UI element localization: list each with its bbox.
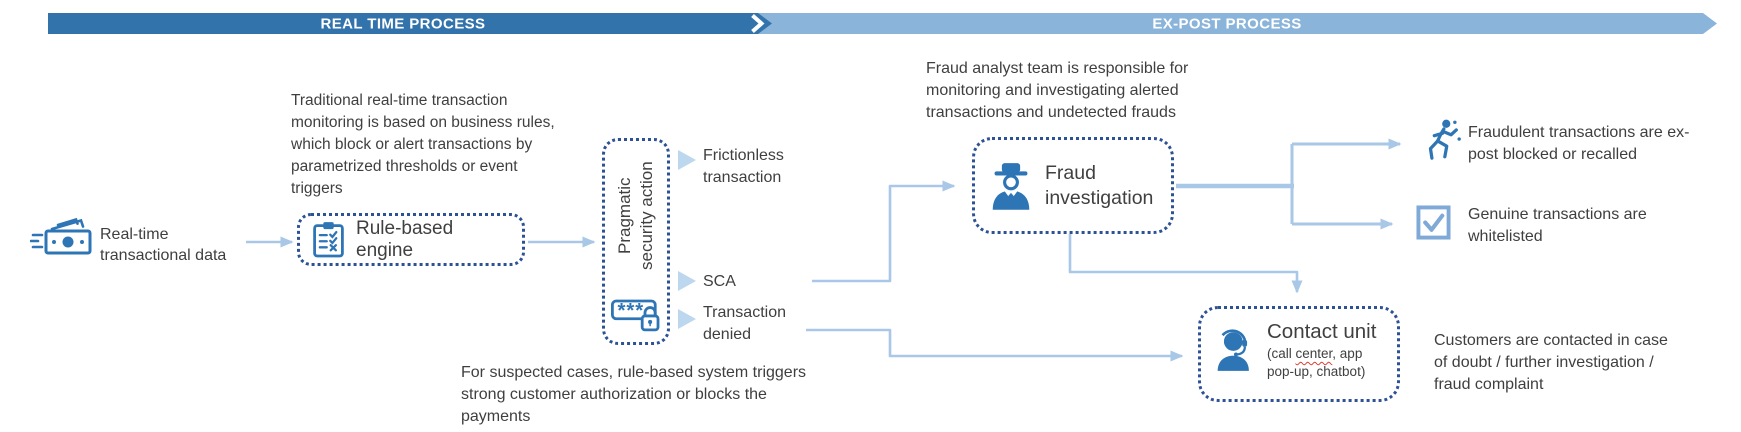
output-marker-denied xyxy=(678,309,696,329)
contact-unit-box: Contact unit (call center, app pop-up, c… xyxy=(1198,306,1400,402)
output-marker-sca xyxy=(678,271,696,291)
rule-engine-box: Rule-based engine xyxy=(297,213,525,266)
banner-real-time-label: REAL TIME PROCESS xyxy=(321,16,486,33)
rule-engine-label: Rule-based engine xyxy=(356,217,454,261)
detective-icon xyxy=(990,161,1032,211)
svg-text:***: *** xyxy=(618,299,645,322)
note-suspected-cases: For suspected cases, rule-based system t… xyxy=(461,364,807,425)
fraud-investigation-box: Fraud investigation xyxy=(972,137,1174,234)
checkbox-checked-icon xyxy=(1416,205,1451,240)
pragmatic-box: Pragmatic security action *** xyxy=(602,138,670,345)
output-marker-frictionless xyxy=(678,150,696,170)
banner-real-time-shape xyxy=(48,13,772,34)
outcome-frictionless-label: Frictionless transaction xyxy=(703,147,784,186)
connector-fraud-to-contact xyxy=(1068,234,1303,294)
running-fraudster-icon xyxy=(1419,117,1463,163)
contact-unit-subtitle: (call center, app pop-up, chatbot) xyxy=(1267,345,1383,381)
contact-unit-subtitle-suffix: , app pop-up, chatbot) xyxy=(1267,346,1366,379)
outcome-genuine-label: Genuine transactions are whitelisted xyxy=(1468,206,1647,245)
banner-ex-post-shape xyxy=(752,13,1717,34)
contact-unit-subtitle-flagged-word: center xyxy=(1295,346,1333,361)
password-lock-icon: *** xyxy=(611,296,665,334)
pragmatic-label: Pragmatic security action xyxy=(614,161,656,270)
banner-separator-chevron xyxy=(751,14,765,33)
support-agent-icon xyxy=(1215,327,1256,372)
cash-banknotes-icon xyxy=(30,217,96,259)
outcome-denied-label: Transaction denied xyxy=(703,304,786,343)
fraud-investigation-label: Fraud investigation xyxy=(1045,161,1154,209)
source-label: Real-time transactional data xyxy=(100,226,227,264)
process-banner-bar: REAL TIME PROCESS EX-POST PROCESS xyxy=(48,13,1717,34)
connector-sca-to-fraud xyxy=(812,180,956,283)
connector-denied-to-contact xyxy=(806,328,1184,362)
checklist-clipboard-icon xyxy=(312,221,345,258)
contact-unit-title: Contact unit xyxy=(1267,320,1377,343)
note-analyst-team: Fraud analyst team is responsible for mo… xyxy=(926,60,1189,121)
contact-unit-subtitle-prefix: (call xyxy=(1267,346,1296,361)
outcome-sca-label: SCA xyxy=(703,273,736,290)
note-customers: Customers are contacted in case of doubt… xyxy=(1434,332,1668,393)
outcome-fraudulent-label: Fraudulent transactions are ex-post bloc… xyxy=(1468,124,1690,163)
note-rule-engine: Traditional real-time transaction monito… xyxy=(291,92,555,197)
banner-ex-post-label: EX-POST PROCESS xyxy=(1152,16,1301,33)
